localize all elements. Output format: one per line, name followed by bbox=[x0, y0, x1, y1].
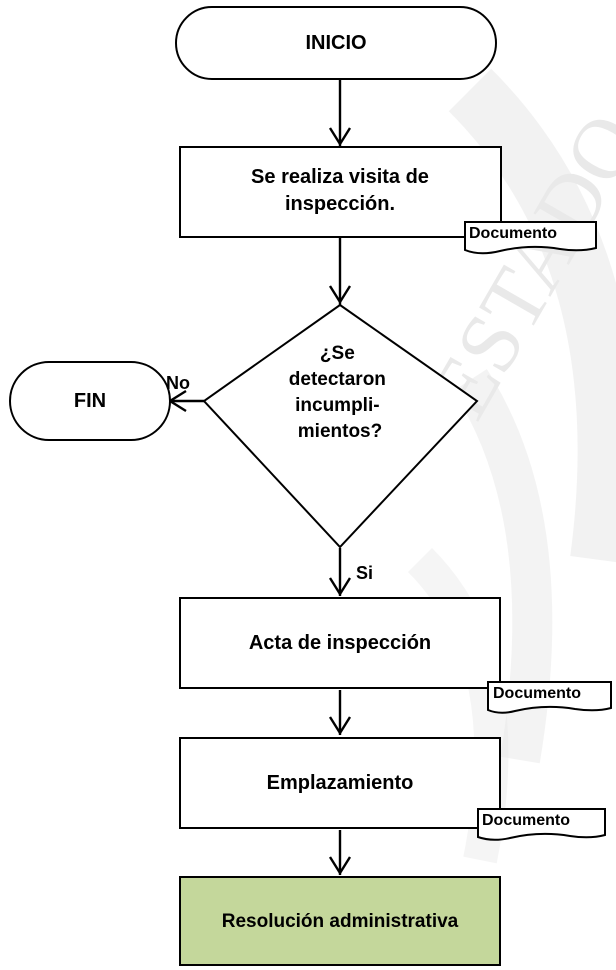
step-visita-box bbox=[179, 146, 502, 238]
arrowhead-emplazamiento bbox=[328, 716, 352, 736]
start-terminator bbox=[175, 6, 497, 80]
decision-label: ¿Se detectaron incumpli- mientos? bbox=[289, 343, 391, 442]
document-shape-1 bbox=[464, 221, 597, 255]
decision-line-3: incumpli- bbox=[295, 395, 379, 416]
branch-no-label: No bbox=[166, 373, 190, 393]
arrowhead-step1 bbox=[328, 127, 352, 147]
branch-yes-label: Si bbox=[356, 563, 374, 583]
step-acta-label: Acta de inspección bbox=[248, 631, 432, 654]
arrowhead-decision bbox=[328, 285, 352, 305]
connectors bbox=[167, 78, 352, 876]
end-terminator bbox=[9, 361, 171, 441]
document-tag-3: Documento bbox=[482, 812, 570, 829]
step-acta-box bbox=[179, 597, 501, 689]
end-label: FIN bbox=[73, 389, 107, 412]
start-label: INICIO bbox=[305, 31, 367, 54]
decision-diamond bbox=[202, 303, 479, 549]
step-visita-label: Se realiza visita de inspección. bbox=[251, 166, 429, 215]
step-emplazamiento-label: Emplazamiento bbox=[266, 771, 414, 794]
decision-line-1: ¿Se bbox=[320, 343, 355, 364]
document-tag-2: Documento bbox=[493, 685, 581, 702]
step-resolucion-label: Resolución administrativa bbox=[221, 910, 459, 932]
decision-line-4: mientos? bbox=[298, 421, 382, 442]
document-tag-1: Documento bbox=[469, 225, 557, 242]
document-shape-3 bbox=[477, 808, 606, 841]
arrowhead-resolucion bbox=[328, 856, 352, 876]
document-shape-2 bbox=[487, 681, 612, 714]
step-emplazamiento-box bbox=[179, 737, 501, 829]
step-resolucion-box bbox=[179, 876, 501, 966]
decision-line-2: detectaron bbox=[289, 369, 386, 390]
arrowhead-acta bbox=[328, 577, 352, 597]
